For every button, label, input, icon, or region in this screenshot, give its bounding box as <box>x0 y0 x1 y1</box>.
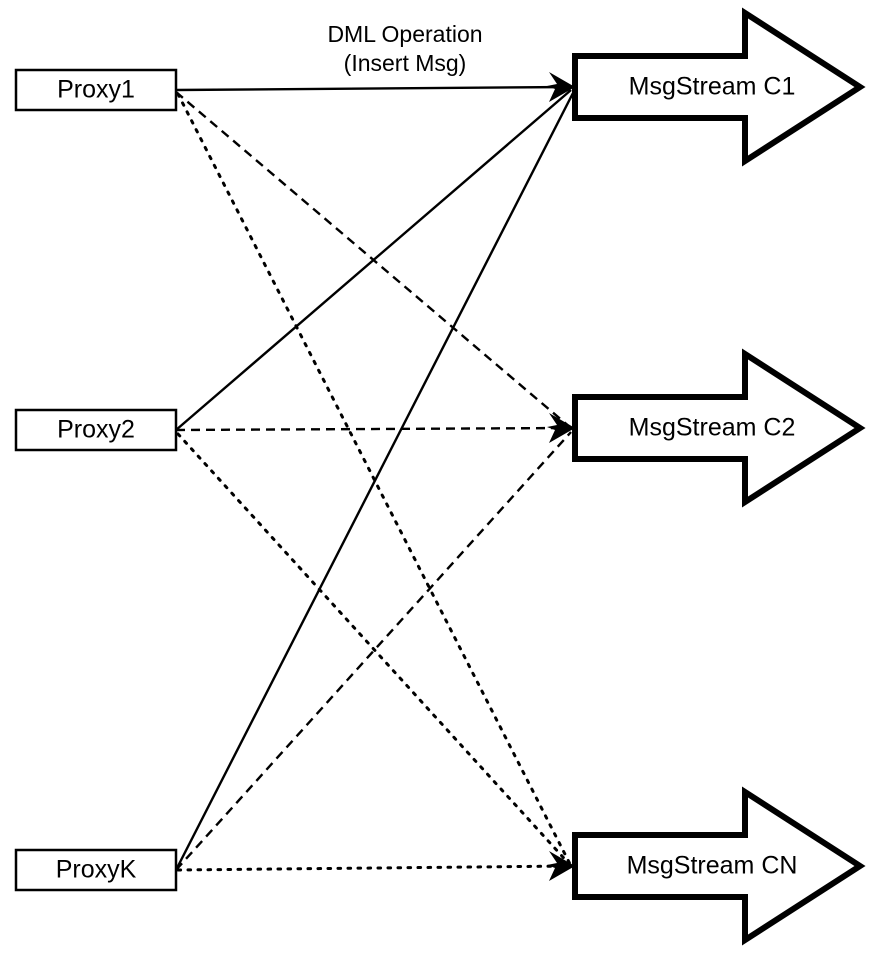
connection-proxyk-stream-cn[interactable] <box>176 864 573 872</box>
stream-cn-label: MsgStream CN <box>627 852 798 880</box>
stream-node-cn[interactable]: MsgStream CN <box>572 786 866 946</box>
stream-cn-arrow-shape[interactable] <box>572 786 866 946</box>
connection-proxy2-stream-cn[interactable] <box>176 432 573 868</box>
proxy-node-proxy1[interactable]: Proxy1 <box>14 68 178 112</box>
arrowhead-stream-cn-icon <box>547 851 575 881</box>
stream-node-c1[interactable]: MsgStream C1 <box>572 7 866 167</box>
stream-node-c2[interactable]: MsgStream C2 <box>572 348 866 508</box>
connection-proxyk-stream-c1[interactable] <box>174 92 575 871</box>
edge-label-line2: (Insert Msg) <box>344 50 467 76</box>
connection-proxyk-stream-c2[interactable] <box>175 431 572 871</box>
stream-c2-label: MsgStream C2 <box>629 414 796 442</box>
proxy2-label: Proxy2 <box>57 416 135 444</box>
proxy2-box[interactable] <box>14 408 178 452</box>
stream-c1-arrow-shape[interactable] <box>572 7 866 167</box>
proxy1-box[interactable] <box>14 68 178 112</box>
proxy-node-proxyk[interactable]: ProxyK <box>14 848 178 892</box>
edge-label-line1: DML Operation <box>327 21 482 47</box>
arrowhead-stream-c1-icon <box>547 72 575 102</box>
connection-proxy1-stream-c1[interactable] <box>175 85 572 92</box>
arrowhead-stream-c2-icon <box>547 413 575 443</box>
connection-proxy2-stream-c2[interactable] <box>175 426 572 432</box>
proxyk-label: ProxyK <box>56 856 137 884</box>
proxyk-box[interactable] <box>14 848 178 892</box>
connection-proxy2-stream-c1[interactable] <box>175 89 572 431</box>
proxy1-label: Proxy1 <box>57 76 135 104</box>
connection-layer <box>174 85 575 872</box>
proxy-node-proxy2[interactable]: Proxy2 <box>14 408 178 452</box>
arrowhead-layer <box>547 72 575 881</box>
edge-annotation: DML Operation (Insert Msg) <box>327 21 482 76</box>
stream-c1-label: MsgStream C1 <box>629 73 796 101</box>
stream-c2-arrow-shape[interactable] <box>572 348 866 508</box>
